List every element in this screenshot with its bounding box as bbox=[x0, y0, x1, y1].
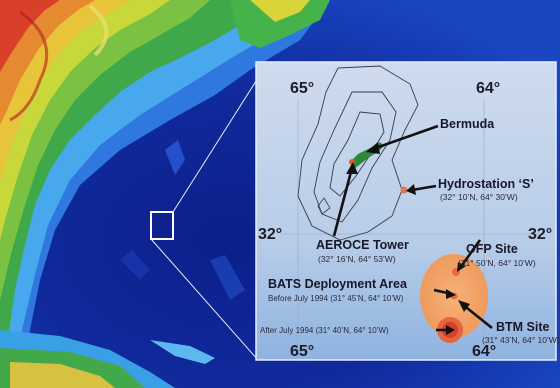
longitude-label-64-bottom: 64° bbox=[472, 343, 497, 360]
bats-area-title: BATS Deployment Area bbox=[268, 277, 407, 291]
longitude-label-64-top: 64° bbox=[476, 80, 501, 97]
hydrostation-coords: (32° 10’N, 64° 30’W) bbox=[440, 192, 518, 202]
inset-map bbox=[255, 61, 557, 361]
hydrostation-marker bbox=[400, 186, 408, 194]
aeroce-coords: (32° 16’N, 64° 53’W) bbox=[318, 254, 396, 264]
ofp-label: OFP Site bbox=[466, 242, 518, 256]
bats-after-label: After July 1994 (31° 40’N, 64° 10’W) bbox=[260, 326, 389, 335]
aeroce-label: AEROCE Tower bbox=[316, 238, 409, 252]
latitude-label-32-left: 32° bbox=[258, 226, 283, 243]
latitude-label-32-right: 32° bbox=[528, 226, 553, 243]
longitude-label-65-bottom: 65° bbox=[290, 343, 315, 360]
btm-label: BTM Site bbox=[496, 320, 550, 334]
longitude-label-65-top: 65° bbox=[290, 80, 315, 97]
zoom-line-bottom bbox=[150, 238, 259, 361]
study-area-box bbox=[150, 211, 174, 240]
bathymetry-contour-mid bbox=[313, 91, 397, 223]
btm-coords: (31° 43’N, 64° 10’W) bbox=[482, 335, 560, 345]
bats-before-label: Before July 1994 (31° 45’N, 64° 10’W) bbox=[268, 294, 404, 303]
zoom-line-top bbox=[172, 77, 259, 213]
hydrostation-label: Hydrostation ‘S’ bbox=[438, 177, 534, 191]
bermuda-label: Bermuda bbox=[440, 117, 495, 131]
bathymetry-contour-outer bbox=[297, 65, 419, 241]
ofp-coords: (31° 50’N, 64° 10’W) bbox=[458, 258, 536, 268]
